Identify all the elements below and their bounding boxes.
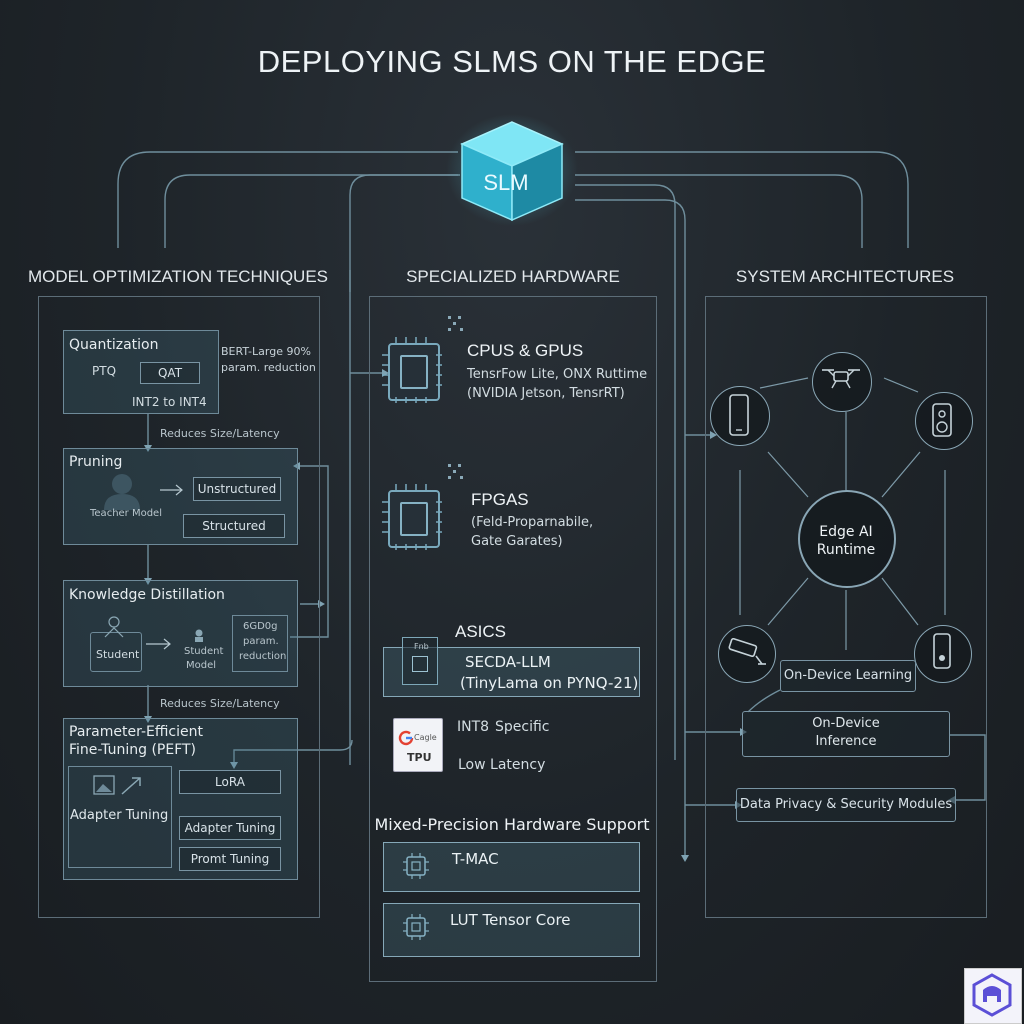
ptq-label: PTQ: [92, 364, 117, 378]
mixed-precision-title: Mixed-Precision Hardware Support: [374, 815, 650, 834]
tpu-logo-text: Cagle: [414, 733, 437, 742]
secda-llm-title: SECDA-LLM: [465, 653, 551, 671]
column-heading-optimization: MODEL OPTIMIZATION TECHNIQUES: [27, 267, 329, 286]
asics-title: ASICS: [455, 622, 507, 641]
page-title: DEPLOYING SLMS ON THE EDGE: [257, 44, 767, 79]
tpu-logo: [393, 718, 443, 772]
slm-cube: [446, 114, 578, 226]
on-device-inference-label-2: Inference: [815, 734, 877, 749]
teacher-model-label: Teacher Model: [90, 508, 162, 519]
kd-note-1: 6GD0g: [243, 621, 278, 632]
adapter-tuning-left-label: Adapter Tuning: [70, 808, 169, 823]
tmac-box[interactable]: [383, 842, 640, 892]
chip-pins-icon: [382, 337, 442, 403]
lut-tensor-core-label: LUT Tensor Core: [450, 911, 571, 929]
column-heading-architectures: SYSTEM ARCHITECTURES: [735, 267, 955, 286]
cpu-chip-icon: [388, 343, 440, 401]
student-model-label-2: Model: [186, 660, 217, 671]
cpus-gpus-title: CPUS & GPUS: [467, 341, 584, 360]
student-icon: [104, 616, 124, 638]
drone-icon: [822, 369, 860, 389]
fpgas-line-1: (Feld-Proparnabile,: [471, 515, 594, 530]
google-g-icon: [398, 730, 414, 746]
tmac-label: T-MAC: [452, 850, 499, 868]
on-device-learning-pill[interactable]: On-Device Learning: [780, 660, 916, 692]
quantization-note-2: param. reduction: [221, 361, 316, 374]
chip-icon: [403, 853, 429, 879]
kd-note-box: [232, 615, 288, 672]
peft-title-1: Parameter-Efficient: [69, 724, 203, 740]
int-range-label: INT2 to INT4: [132, 395, 207, 409]
speaker-node[interactable]: [915, 392, 973, 450]
slm-label: SLM: [483, 170, 529, 195]
structured-pill[interactable]: Structured: [183, 514, 285, 538]
sensor-icon: [933, 633, 951, 669]
knowledge-distillation-title: Knowledge Distillation: [69, 587, 225, 603]
helmet-logo-icon: [972, 973, 1012, 1017]
arrow-icon: [146, 638, 171, 650]
student-model-icon: [195, 629, 203, 642]
chip-icon: [403, 914, 429, 940]
fpgas-line-2: Gate Garates): [471, 534, 563, 549]
lora-pill[interactable]: LoRA: [179, 770, 281, 794]
tpu-specific: Specific: [495, 719, 550, 735]
edge-ai-runtime-hub[interactable]: [798, 490, 896, 588]
student-node: [90, 632, 142, 672]
reduces-size-note-1: Reduces Size/Latency: [160, 427, 280, 440]
quantization-note-1: BERT-Large 90%: [221, 345, 311, 358]
adapter-node: [68, 766, 172, 868]
cpus-gpus-line-2: (NVIDIA Jetson, TensrRT): [467, 386, 625, 401]
asic-chip-core: [412, 656, 428, 672]
qat-pill[interactable]: QAT: [140, 362, 200, 384]
cpus-gpus-line-1: TensrFow Lite, ONX Ruttime: [467, 367, 648, 382]
on-device-inference-label-1: On-Device: [812, 716, 880, 731]
edge-ai-runtime-label-2: Runtime: [816, 542, 876, 558]
fpgas-title: FPGAS: [471, 490, 529, 509]
unstructured-pill[interactable]: Unstructured: [193, 477, 281, 501]
image-icon: [93, 775, 141, 795]
teacher-icon: [104, 474, 140, 510]
edge-ai-runtime-label-1: Edge AI: [819, 524, 873, 540]
pruning-title: Pruning: [69, 454, 123, 470]
camera-icon: [728, 638, 766, 665]
secda-llm-detail: (TinyLama on PYNQ-21): [460, 674, 639, 692]
prompt-tuning-pill[interactable]: Promt Tuning: [179, 847, 281, 871]
peft-title-2: Fine-Tuning (PEFT): [69, 742, 197, 758]
kd-note-3: reduction: [239, 651, 287, 662]
knowledge-distillation-box[interactable]: [63, 580, 298, 687]
tpu-badge-label: TPU: [407, 751, 432, 764]
lut-tensor-core-box[interactable]: [383, 903, 640, 957]
data-privacy-security-pill[interactable]: Data Privacy & Security Modules: [736, 788, 956, 822]
speaker-icon: [932, 403, 952, 437]
column-heading-hardware: SPECIALIZED HARDWARE: [406, 267, 620, 286]
quantization-title: Quantization: [69, 337, 159, 353]
student-label: Student: [96, 648, 140, 661]
fpga-chip-icon: [388, 490, 440, 548]
tpu-latency: Low Latency: [458, 757, 546, 773]
on-device-inference-box[interactable]: [742, 711, 950, 757]
reduces-size-note-2: Reduces Size/Latency: [160, 697, 280, 710]
arrow-icon: [160, 484, 183, 496]
asic-chip-label: Fnb: [414, 642, 429, 651]
kd-note-2: param.: [243, 636, 279, 647]
smartphone-icon: [729, 394, 749, 436]
chip-pins-icon: [382, 484, 442, 550]
student-model-label-1: Student: [184, 646, 224, 657]
tpu-int8: INT8: [457, 719, 490, 735]
drone-node[interactable]: [812, 352, 872, 412]
smartphone-node[interactable]: [710, 386, 770, 446]
hardware-panel: [369, 296, 657, 982]
optimization-panel: [38, 296, 320, 918]
asic-chip-icon: [402, 637, 438, 685]
architecture-panel: [705, 296, 987, 918]
adapter-tuning-pill[interactable]: Adapter Tuning: [179, 816, 281, 840]
